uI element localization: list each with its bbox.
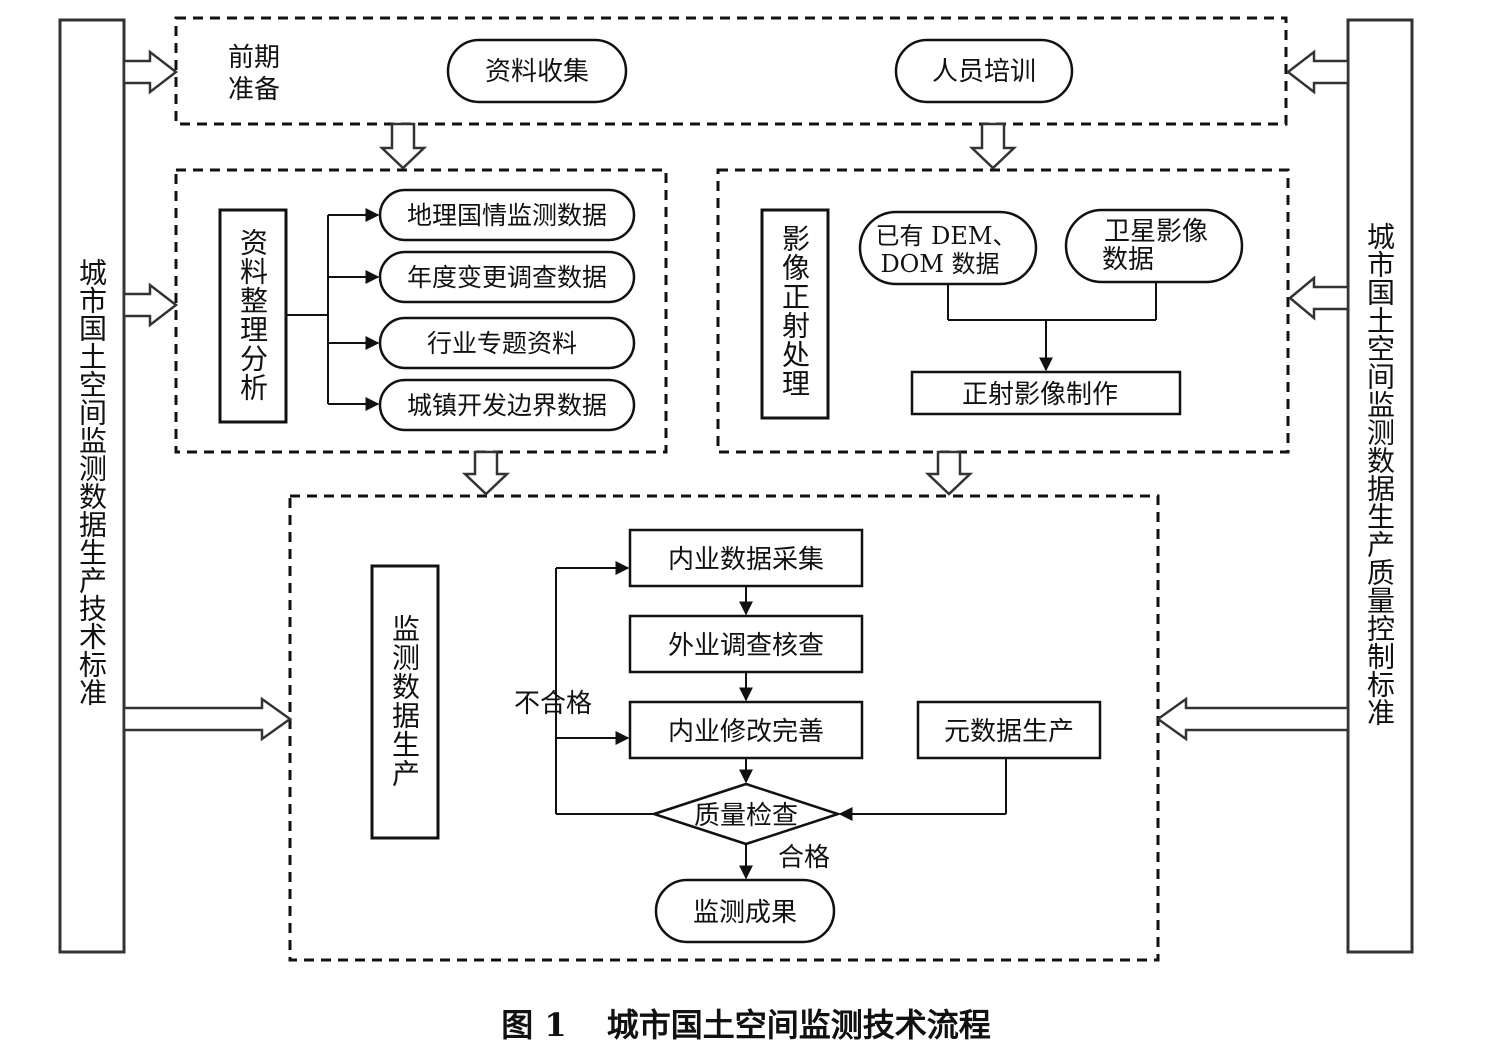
pass-label: 合格 (778, 843, 830, 873)
hollow-arrow-icon (122, 49, 179, 95)
ortho-make-node (910, 370, 1182, 416)
ortho-label: 影像正射处理 (778, 224, 811, 398)
ortho-make-label: 正射影像制作 (962, 380, 1118, 410)
qc-decision-label: 质量检查 (694, 801, 798, 831)
prep-group (174, 16, 1288, 126)
result-node-label: 监测成果 (693, 898, 797, 928)
training-node (894, 38, 1074, 104)
hollow-arrow-icon (122, 282, 179, 328)
figure-caption: 图 1 城市国土空间监测技术流程 (0, 1000, 1492, 1046)
analysis-label-box (218, 208, 288, 424)
dem-node-line1: 已有 DEM、 (876, 222, 1017, 250)
ortho-connectors (947, 282, 1157, 372)
analysis-item-label: 地理国情监测数据 (407, 201, 607, 230)
right-standard-bar (1346, 18, 1414, 954)
step-internal-revise-label: 内业修改完善 (668, 717, 824, 747)
analysis-item (378, 188, 636, 242)
analysis-item (378, 378, 636, 432)
prep-label-line1: 前期 (228, 43, 280, 73)
hollow-arrow-icon (968, 122, 1018, 170)
production-label-box (370, 564, 440, 840)
left-standard-bar (58, 18, 126, 954)
figure-title: 城市国土空间监测技术流程 (606, 1006, 991, 1044)
analysis-connectors (286, 208, 380, 411)
dem-node-line2: DOM 数据 (880, 250, 999, 278)
prep-label-line2: 准备 (228, 75, 280, 105)
production-group (288, 494, 1160, 962)
qc-decision (649, 782, 843, 846)
fail-label: 不合格 (514, 689, 592, 719)
sat-node-line1: 卫星影像 (1104, 217, 1208, 247)
figure-number: 图 1 (501, 1006, 567, 1044)
analysis-item (378, 316, 636, 370)
analysis-item-label: 行业专题资料 (427, 329, 577, 358)
left-standard-bar-label: 城市国土空间监测数据生产技术标准 (75, 258, 108, 706)
sat-node-line2: 数据 (1102, 245, 1154, 275)
collect-node (446, 38, 628, 104)
hollow-arrow-icon (1288, 275, 1350, 321)
analysis-item-label: 年度变更调查数据 (407, 263, 607, 292)
hollow-arrow-icon (1285, 49, 1350, 95)
result-node (654, 878, 836, 944)
hollow-arrow-icon (1155, 696, 1350, 742)
analysis-item (378, 250, 636, 304)
production-connectors (555, 561, 1007, 880)
hollow-arrow-icon (122, 696, 293, 742)
step-internal-collect (628, 528, 864, 588)
analysis-label: 资料整理分析 (236, 228, 269, 402)
step-field-check-label: 外业调查核查 (668, 631, 824, 661)
collect-node-label: 资料收集 (485, 57, 589, 87)
analysis-group (174, 168, 668, 454)
hollow-arrow-icon (378, 122, 428, 170)
training-node-label: 人员培训 (932, 57, 1036, 87)
analysis-item-label: 城镇开发边界数据 (407, 391, 607, 420)
metadata-node-label: 元数据生产 (944, 717, 1074, 747)
hollow-arrow-icon (924, 450, 974, 496)
sat-node (1064, 208, 1244, 284)
production-label: 监测数据生产 (388, 614, 421, 788)
ortho-label-box (760, 208, 830, 420)
hollow-arrow-icon (461, 450, 511, 496)
right-standard-bar-label: 城市国土空间监测数据生产质量控制标准 (1363, 222, 1396, 726)
step-internal-collect-label: 内业数据采集 (668, 545, 824, 575)
metadata-node (916, 700, 1102, 760)
